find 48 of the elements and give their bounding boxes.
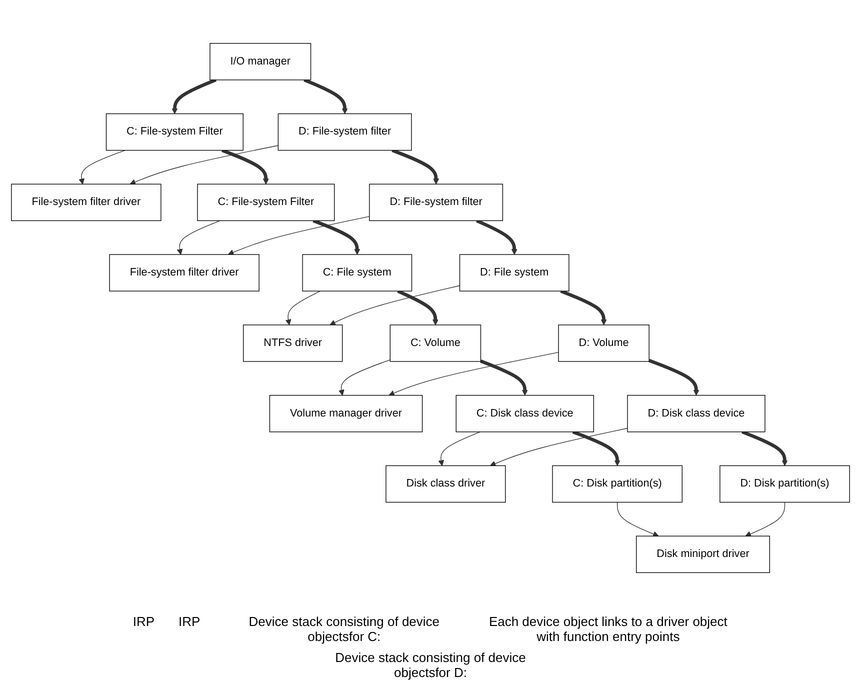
- arrow: [480, 359, 528, 396]
- node-box: C: File-system Filter: [197, 184, 335, 222]
- node-box: NTFS driver: [243, 324, 343, 362]
- arrow: [490, 428, 628, 466]
- node-box: D: File system: [459, 254, 570, 292]
- note-text: IRP: [132, 614, 154, 631]
- arrow: [397, 290, 438, 326]
- node-box: C: Volume: [390, 324, 482, 362]
- arrow: [78, 150, 126, 184]
- node-box: C: Disk partition(s): [552, 465, 682, 503]
- arrow: [476, 219, 518, 255]
- arrow: [330, 285, 460, 326]
- arrow: [648, 358, 700, 396]
- node-box: C: Disk class device: [456, 394, 594, 432]
- node-box: D: File-system filter: [369, 184, 504, 222]
- node-box: D: Disk class device: [627, 394, 766, 432]
- node-box: File-system filter driver: [109, 254, 260, 292]
- node-box: Disk class driver: [386, 465, 506, 503]
- arrow: [304, 78, 348, 114]
- arrow: [285, 290, 321, 326]
- node-box: File-system filter driver: [11, 184, 162, 222]
- node-box: C: File system: [302, 254, 412, 292]
- arrow: [742, 430, 788, 466]
- arrow: [438, 432, 481, 466]
- node-box: Disk miniport driver: [636, 536, 770, 573]
- arrow: [130, 145, 279, 185]
- node-box: Volume manager driver: [269, 394, 423, 432]
- arrow: [172, 78, 217, 114]
- arrow: [616, 502, 659, 537]
- node-box: D: Disk partition(s): [720, 465, 850, 503]
- arrow: [745, 502, 786, 537]
- note-text: Device stack consisting of device objectsfor D:: [334, 650, 527, 680]
- node-box: D: File-system filter: [278, 113, 412, 151]
- note-text: Each device object links to a driver object with function entry points: [488, 614, 728, 644]
- node-box: I/O manager: [210, 43, 312, 80]
- arrow: [312, 219, 360, 255]
- note-text: IRP: [178, 614, 200, 631]
- arrow: [338, 359, 390, 396]
- arrow: [560, 290, 607, 326]
- arrow: [221, 148, 269, 184]
- node-box: C: File-system Filter: [106, 113, 244, 151]
- note-text: Device stack consisting of device objectsfor C:: [248, 614, 441, 644]
- node-box: D: Volume: [558, 324, 650, 362]
- arrow: [572, 430, 620, 466]
- arrow: [176, 220, 220, 255]
- arrow: [392, 148, 440, 184]
- arrow: [388, 352, 559, 396]
- arrow: [228, 216, 370, 256]
